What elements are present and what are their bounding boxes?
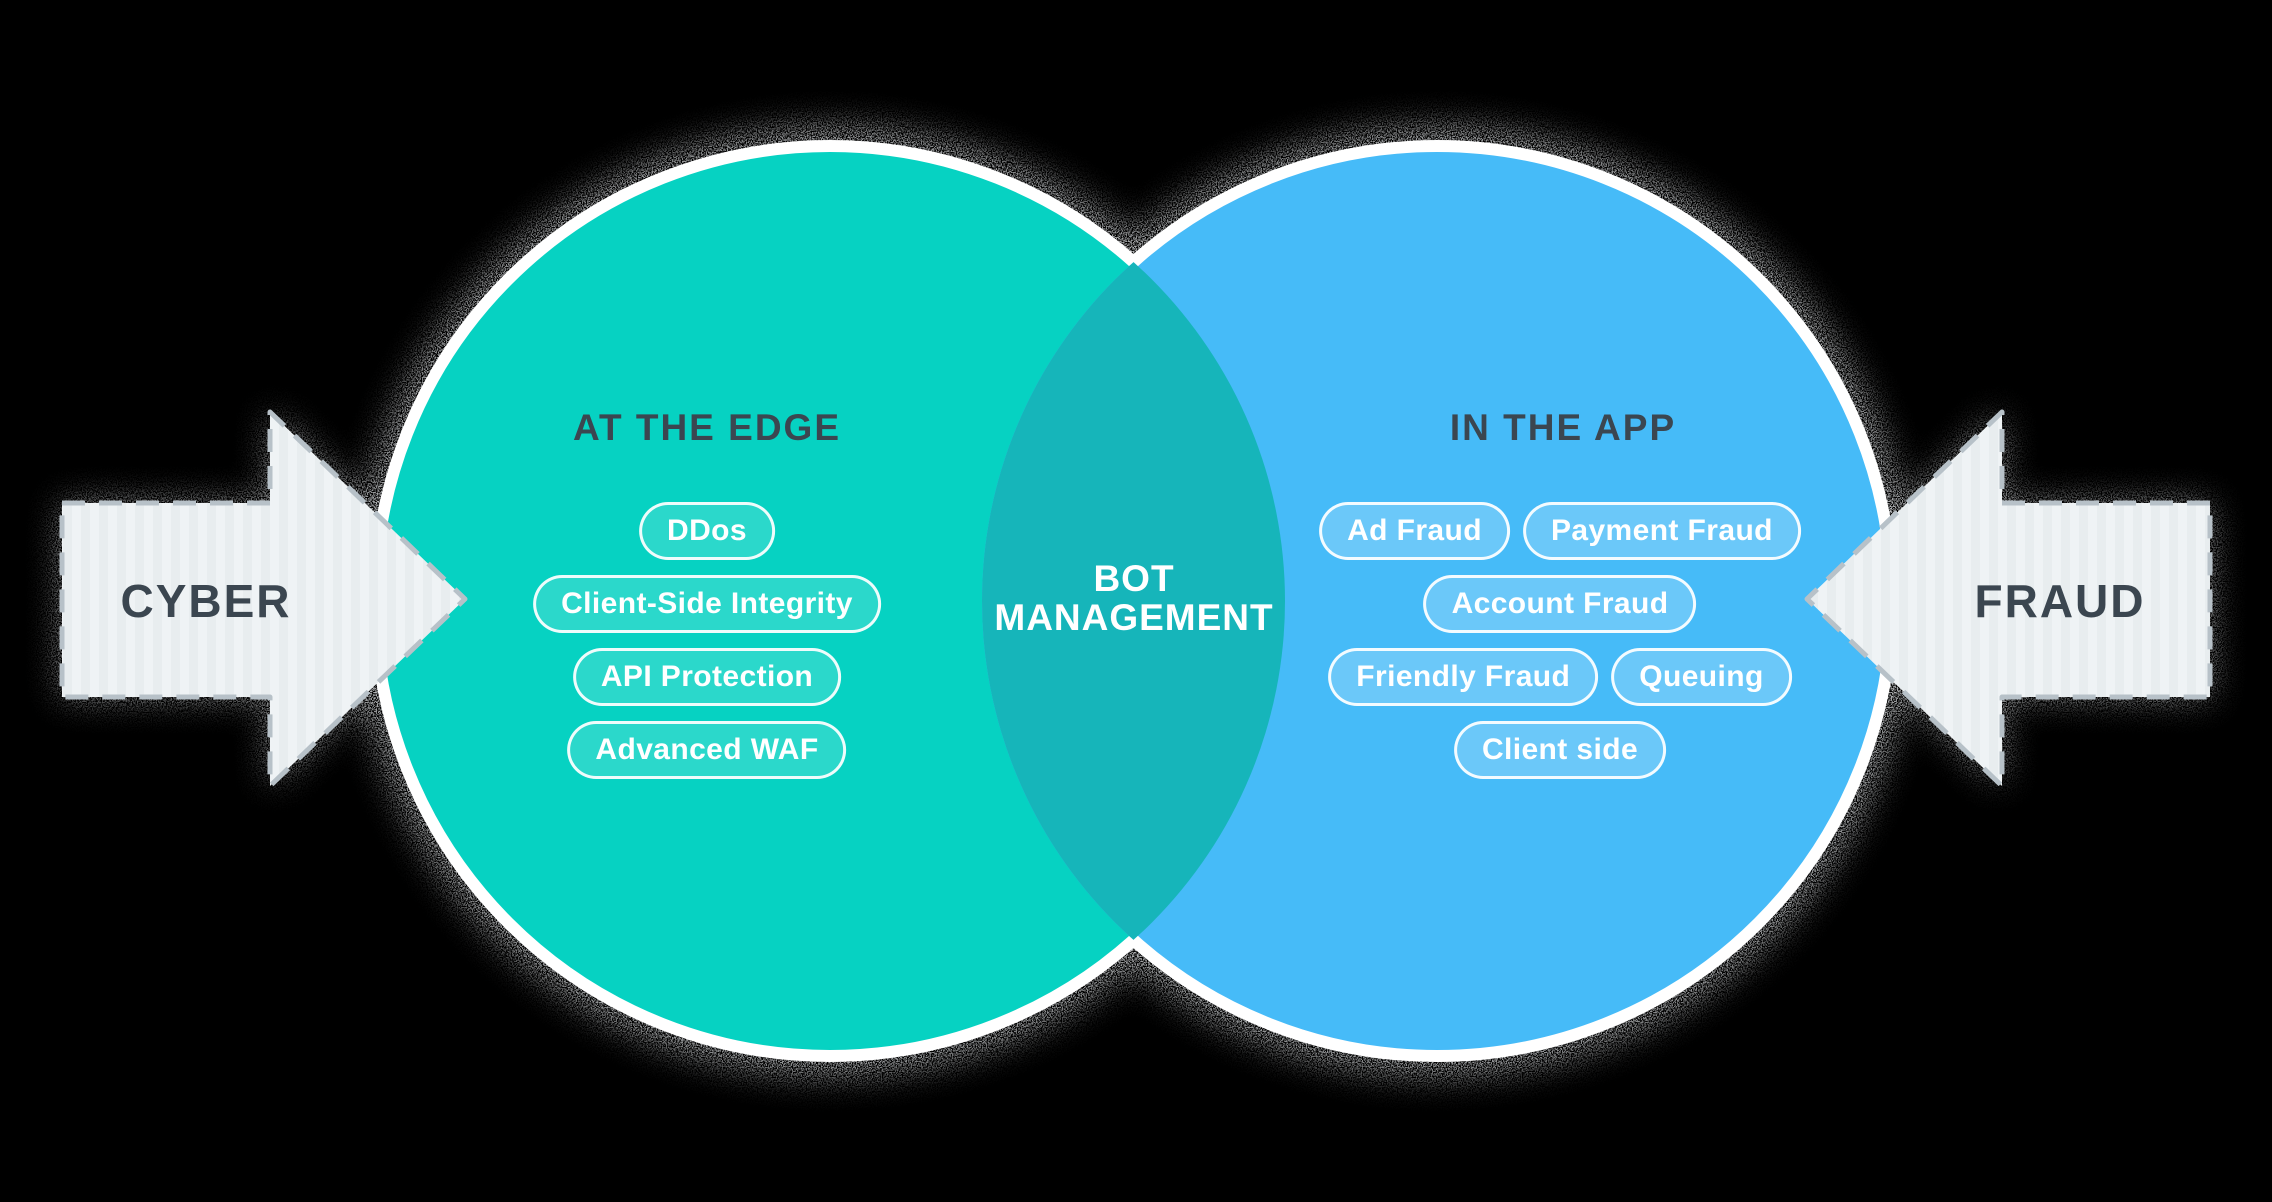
cyber-arrow-shape xyxy=(59,409,468,789)
fraud-arrow-label: FRAUD xyxy=(1974,575,2146,627)
pill-client-side-integrity: Client-Side Integrity xyxy=(533,575,881,633)
pill-row: API Protection xyxy=(572,648,842,706)
fraud-arrow-shape xyxy=(1804,409,2213,789)
pill-queuing: Queuing xyxy=(1611,648,1792,706)
pill-ad-fraud: Ad Fraud xyxy=(1319,502,1510,560)
pill-advanced-waf: Advanced WAF xyxy=(567,721,847,779)
pill-ddos: DDos xyxy=(639,502,775,560)
pill-payment-fraud: Payment Fraud xyxy=(1522,502,1801,560)
pill-row: Account Fraud xyxy=(1423,575,1697,633)
overlap-label-line2: MANAGEMENT xyxy=(994,597,1274,638)
left-circle-title: AT THE EDGE xyxy=(573,407,841,448)
pill-row: DDos xyxy=(639,502,775,560)
left-circle-pills: DDos Client-Side Integrity API Protectio… xyxy=(533,502,881,779)
pill-row: Advanced WAF xyxy=(567,721,847,779)
pill-friendly-fraud: Friendly Fraud xyxy=(1328,648,1599,706)
overlap-lens xyxy=(982,146,1285,1056)
pill-client-side: Client side xyxy=(1453,721,1667,779)
pill-account-fraud: Account Fraud xyxy=(1423,575,1697,633)
right-circle-pills: Ad Fraud Payment Fraud Account Fraud Fri… xyxy=(1319,502,1801,779)
pill-row: Ad Fraud Payment Fraud xyxy=(1319,502,1801,560)
pill-row: Friendly Fraud Queuing xyxy=(1328,648,1792,706)
pill-api-protection: API Protection xyxy=(572,648,842,706)
right-circle-title: IN THE APP xyxy=(1449,407,1677,448)
overlap-label: BOT MANAGEMENT xyxy=(994,559,1273,637)
overlap-label-line1: BOT xyxy=(1093,558,1175,599)
pill-row: Client-Side Integrity xyxy=(533,575,881,633)
cyber-arrow-label: CYBER xyxy=(120,575,292,627)
pill-row: Client side xyxy=(1453,721,1667,779)
